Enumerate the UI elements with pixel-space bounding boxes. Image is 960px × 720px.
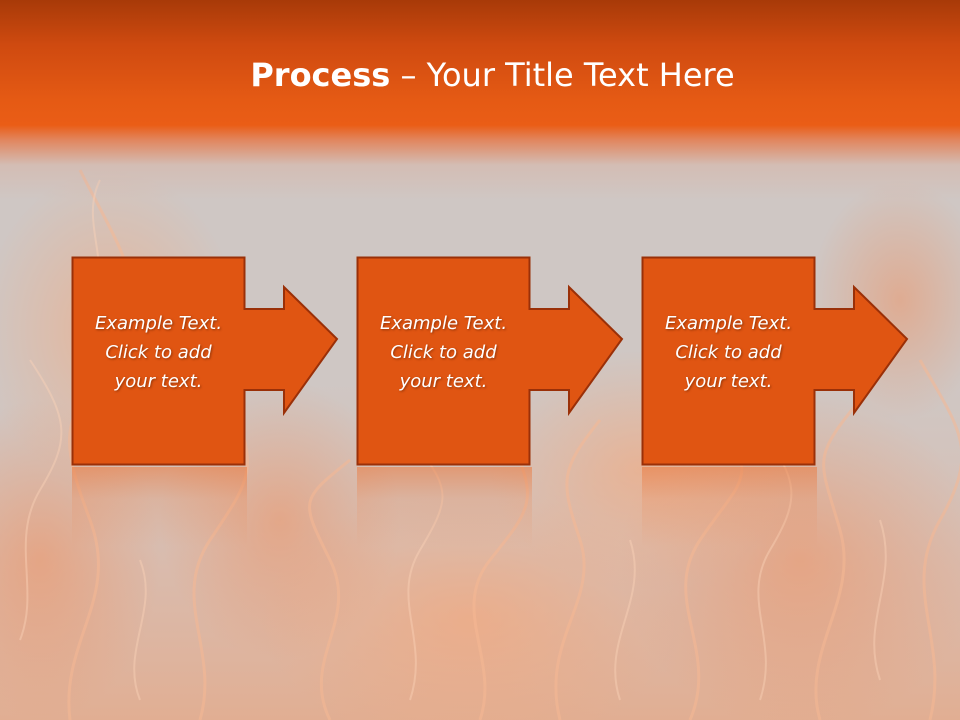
step-text-line: your text. (399, 371, 488, 392)
step-box-with-arrow (71, 256, 339, 466)
title-bold-text: Process (250, 56, 391, 94)
step-text-line: Example Text. (664, 313, 793, 334)
step-box-with-arrow (356, 256, 624, 466)
step-box-with-arrow (641, 256, 909, 466)
slide-title[interactable]: Process – Your Title Text Here (0, 52, 960, 98)
step-text[interactable]: Example Text. Click to add your text. (642, 309, 815, 396)
process-step-2[interactable]: Example Text. Click to add your text. (356, 256, 647, 557)
step-text-line: Click to add (675, 342, 782, 363)
step-text-line: Example Text. (94, 313, 223, 334)
step-text[interactable]: Example Text. Click to add your text. (72, 309, 245, 396)
step-text-line: Example Text. (379, 313, 508, 334)
step-reflection (357, 467, 532, 547)
process-step-1[interactable]: Example Text. Click to add your text. (71, 256, 362, 557)
step-text-line: Click to add (390, 342, 497, 363)
title-bar (0, 0, 960, 200)
title-text: Your Title Text Here (426, 56, 735, 94)
step-reflection (642, 467, 817, 547)
step-text[interactable]: Example Text. Click to add your text. (357, 309, 530, 396)
step-text-line: your text. (684, 371, 773, 392)
title-dash: – (390, 56, 427, 94)
process-step-3[interactable]: Example Text. Click to add your text. (641, 256, 932, 557)
step-text-line: your text. (114, 371, 203, 392)
step-text-line: Click to add (105, 342, 212, 363)
step-reflection (72, 467, 247, 547)
